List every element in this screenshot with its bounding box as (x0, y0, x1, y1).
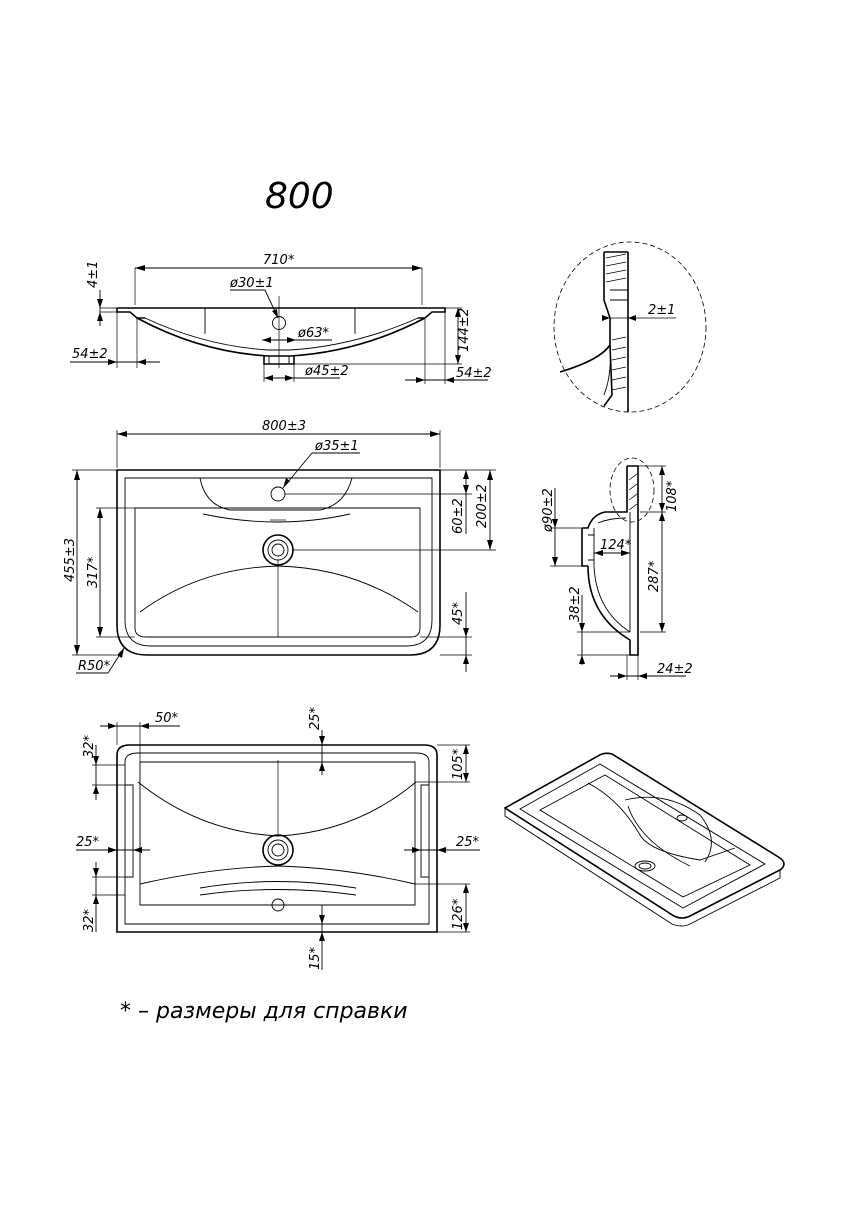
drawing-title: 800 (265, 176, 334, 217)
dim-38: 38±2 (568, 586, 583, 622)
dim-15: 15* (308, 946, 323, 970)
dim-54-left: 54±2 (72, 347, 108, 362)
dim-r50: R50* (78, 659, 111, 674)
dim-25-left: 25* (76, 835, 100, 850)
dim-2: 2±1 (648, 303, 675, 318)
dim-54-right: 54±2 (456, 366, 492, 381)
dim-200: 200±2 (475, 484, 490, 528)
dim-317: 317* (86, 556, 101, 588)
dim-32-bottom: 32* (82, 908, 97, 932)
dim-144: 144±2 (457, 308, 472, 352)
dim-63: ø63* (297, 326, 329, 341)
dim-35: ø35±1 (314, 439, 359, 454)
dim-24: 24±2 (657, 662, 693, 677)
bottom-view: 50* 25* 32* 105* 25* 25* 32* (76, 706, 480, 970)
dim-45: ø45±2 (304, 364, 349, 379)
rim-detail-view: 2±1 (553, 241, 707, 413)
dim-50: 50* (155, 711, 179, 726)
dim-800: 800±3 (262, 419, 306, 434)
dim-60: 60±2 (451, 498, 466, 534)
dim-126: 126* (451, 898, 466, 930)
dim-25-top: 25* (308, 706, 323, 730)
footnote: * – размеры для справки (120, 999, 408, 1024)
dim-287: 287* (647, 560, 662, 592)
dim-455: 455±3 (63, 538, 78, 582)
dim-710: 710* (263, 253, 295, 268)
dim-105: 105* (451, 748, 466, 780)
dim-4: 4±1 (86, 261, 101, 288)
front-section-view: 710* 4±1 ø30±1 ø63* ø45±2 144±2 (70, 253, 492, 384)
dim-25-right: 25* (456, 835, 480, 850)
dim-45-top: 45* (451, 601, 466, 625)
dim-hole-30: ø30±1 (229, 276, 274, 291)
dim-124: 124* (600, 538, 632, 553)
side-section-view: ø90±2 124* 108* 287* 38±2 24±2 (541, 457, 693, 680)
isometric-view (503, 752, 785, 927)
top-view: 800±3 ø35±1 455±3 317* 60±2 200±2 (63, 419, 496, 674)
dim-108: 108* (665, 480, 680, 512)
dim-32-top: 32* (82, 734, 97, 758)
dim-90: ø90±2 (541, 488, 556, 533)
